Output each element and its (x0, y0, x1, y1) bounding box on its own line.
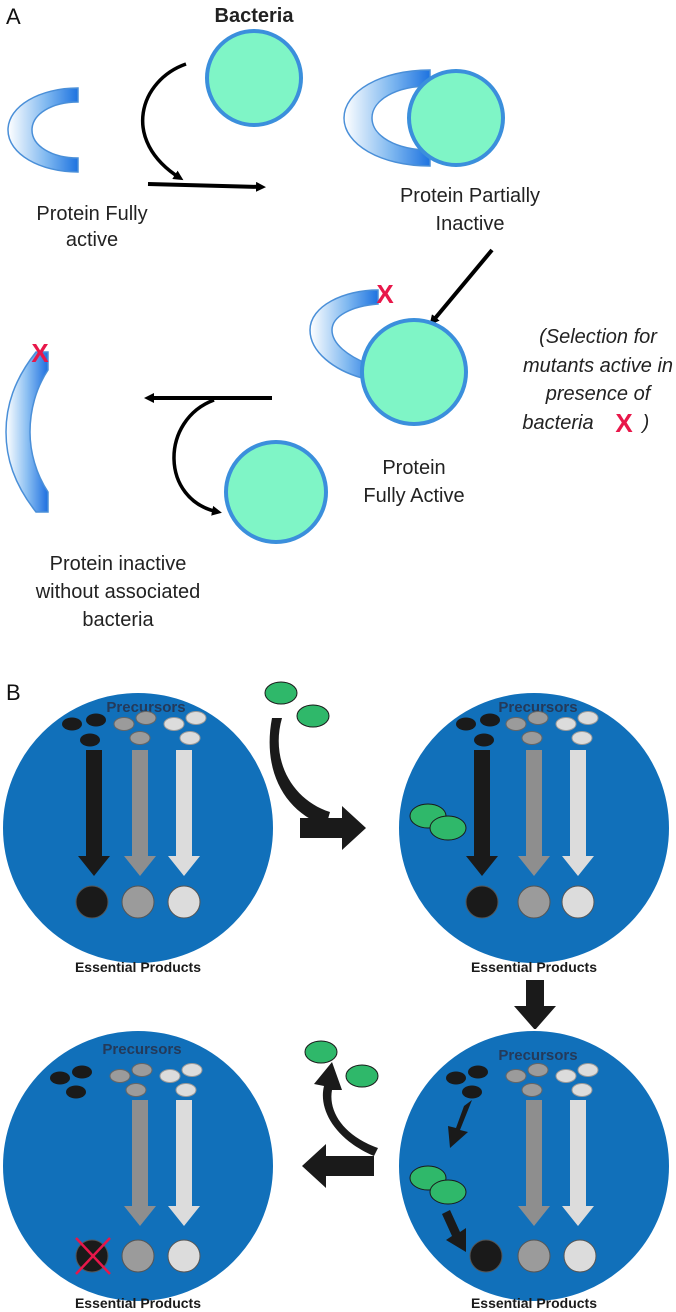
label-partially-inactive-line2: Inactive (436, 213, 505, 235)
precursors-label-4: Precursors (102, 1041, 181, 1058)
essential-products-label-1: Essential Products (75, 959, 201, 975)
curved-arrow-release (172, 398, 222, 516)
arrow-diagonal (429, 248, 494, 326)
label-partially-inactive-line1: Protein Partially (400, 185, 540, 207)
essential-products-label-3: Essential Products (471, 1295, 597, 1311)
bacterium-circle (205, 29, 303, 127)
selection-note-line2: mutants active in (523, 355, 673, 377)
precursors-label-2: Precursors (498, 699, 577, 716)
label-protein-fully-active-line2: active (66, 229, 118, 251)
precursors-label-3: Precursors (498, 1047, 577, 1064)
label-inactive-line1: Protein inactive (50, 553, 187, 575)
selection-note-line1: (Selection for (539, 326, 658, 348)
arrow-down-b (514, 980, 556, 1030)
label-fully-active-line2: Fully Active (363, 485, 464, 507)
arrow-right-1 (147, 181, 266, 192)
cell-1: Precursors (1, 691, 275, 965)
essential-products-label-4: Essential Products (75, 1295, 201, 1311)
selection-note-close: ) (641, 412, 650, 434)
label-protein-fully-active-line1: Protein Fully (36, 203, 147, 225)
mutation-mark-2: X (615, 408, 633, 438)
panel-label-b: B (6, 680, 21, 705)
essential-products-label-2: Essential Products (471, 959, 597, 975)
cell-4: Precursors (1, 1029, 275, 1303)
curved-arrow-bind (140, 62, 187, 181)
cell-3: Precursors (397, 1029, 671, 1303)
curved-arrow-exit (314, 1062, 378, 1156)
mutation-mark-3: X (31, 338, 49, 368)
cell-2: Precursors (397, 691, 671, 965)
label-inactive-line2: without associated (35, 581, 201, 603)
selection-note-line3: presence of (545, 383, 653, 405)
bacteria-title: Bacteria (215, 5, 295, 27)
released-bacterium-circle (224, 440, 328, 544)
panel-label-a: A (6, 4, 21, 29)
label-fully-active-line1: Protein (382, 457, 445, 479)
label-inactive-line3: bacteria (82, 609, 154, 631)
symbiont-4 (345, 1064, 379, 1088)
protein-fully-active-shape (7, 87, 79, 173)
curved-arrow-entry (269, 718, 330, 826)
symbiont-3 (304, 1040, 338, 1064)
mutation-mark-1: X (376, 279, 394, 309)
protein-inactive-shape (5, 351, 49, 513)
precursors-label-1: Precursors (106, 699, 185, 716)
symbiont-2 (296, 704, 330, 728)
symbiont-1 (264, 681, 298, 705)
protein-partially-inactive-shape (343, 69, 505, 167)
arrow-right-b1 (300, 806, 366, 850)
selection-note-line4: bacteria (522, 412, 593, 434)
arrow-left-b (302, 1144, 374, 1188)
mutant-protein-shape (309, 289, 468, 426)
